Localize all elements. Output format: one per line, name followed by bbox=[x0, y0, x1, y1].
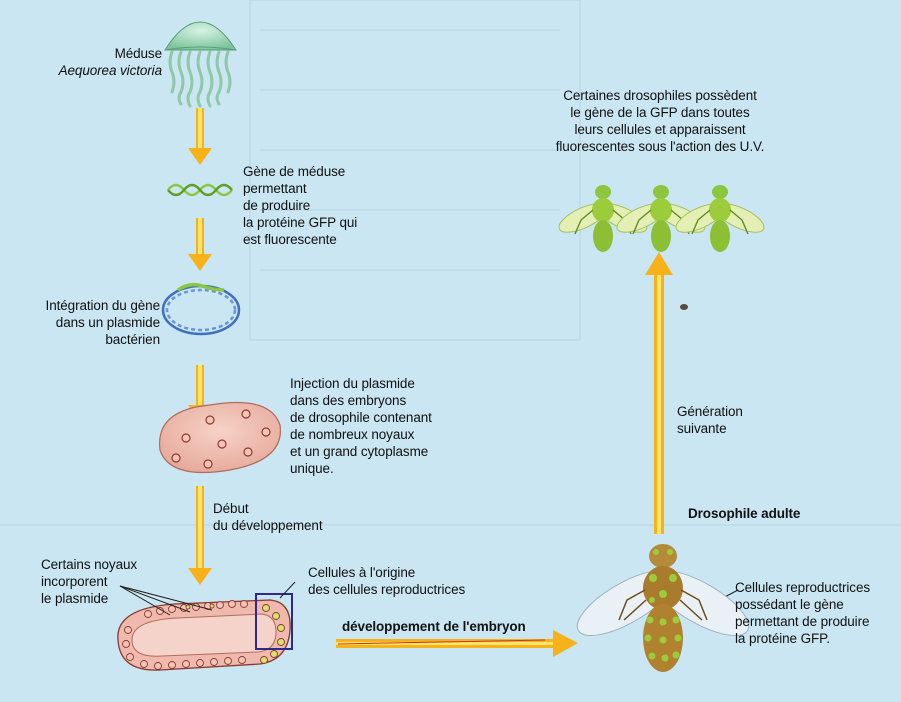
label-certaines: Certaines drosophiles possèdent le gène … bbox=[535, 87, 785, 155]
label-cellules-repro: Cellules reproductrices possédant le gèn… bbox=[735, 579, 900, 647]
adult-fly-icon bbox=[568, 544, 757, 672]
label-drosophile-adulte: Drosophile adulte bbox=[688, 505, 848, 522]
jellyfish-icon bbox=[165, 22, 236, 106]
arrow-down-1 bbox=[188, 108, 212, 165]
developing-embryo-icon bbox=[118, 600, 290, 670]
label-integration: Intégration du gène dans un plasmide bac… bbox=[18, 297, 160, 348]
label-cellules-origine: Cellules à l'origine des cellules reprod… bbox=[308, 564, 528, 598]
embryo-icon bbox=[160, 403, 281, 473]
gfp-gene-icon bbox=[168, 185, 232, 195]
label-injection: Injection du plasmide dans des embryons … bbox=[290, 375, 490, 477]
label-meduse: Méduse bbox=[100, 45, 162, 62]
fluorescent-flies-icon bbox=[555, 185, 768, 252]
label-meduse-species: Aequorea victoria bbox=[40, 62, 162, 79]
label-debut: Début du développement bbox=[213, 500, 373, 534]
label-noyaux: Certains noyaux incorporent le plasmide bbox=[41, 556, 171, 607]
label-developpement: développement de l'embryon bbox=[342, 618, 562, 635]
plasmid-icon bbox=[163, 285, 239, 334]
arrow-down-4 bbox=[188, 486, 212, 585]
label-generation: Génération suivante bbox=[677, 403, 777, 437]
label-gene-meduse: Gène de méduse permettant de produire la… bbox=[243, 163, 413, 248]
speck bbox=[680, 304, 688, 310]
arrow-down-2 bbox=[188, 218, 212, 271]
arrow-up-generation bbox=[645, 252, 673, 534]
